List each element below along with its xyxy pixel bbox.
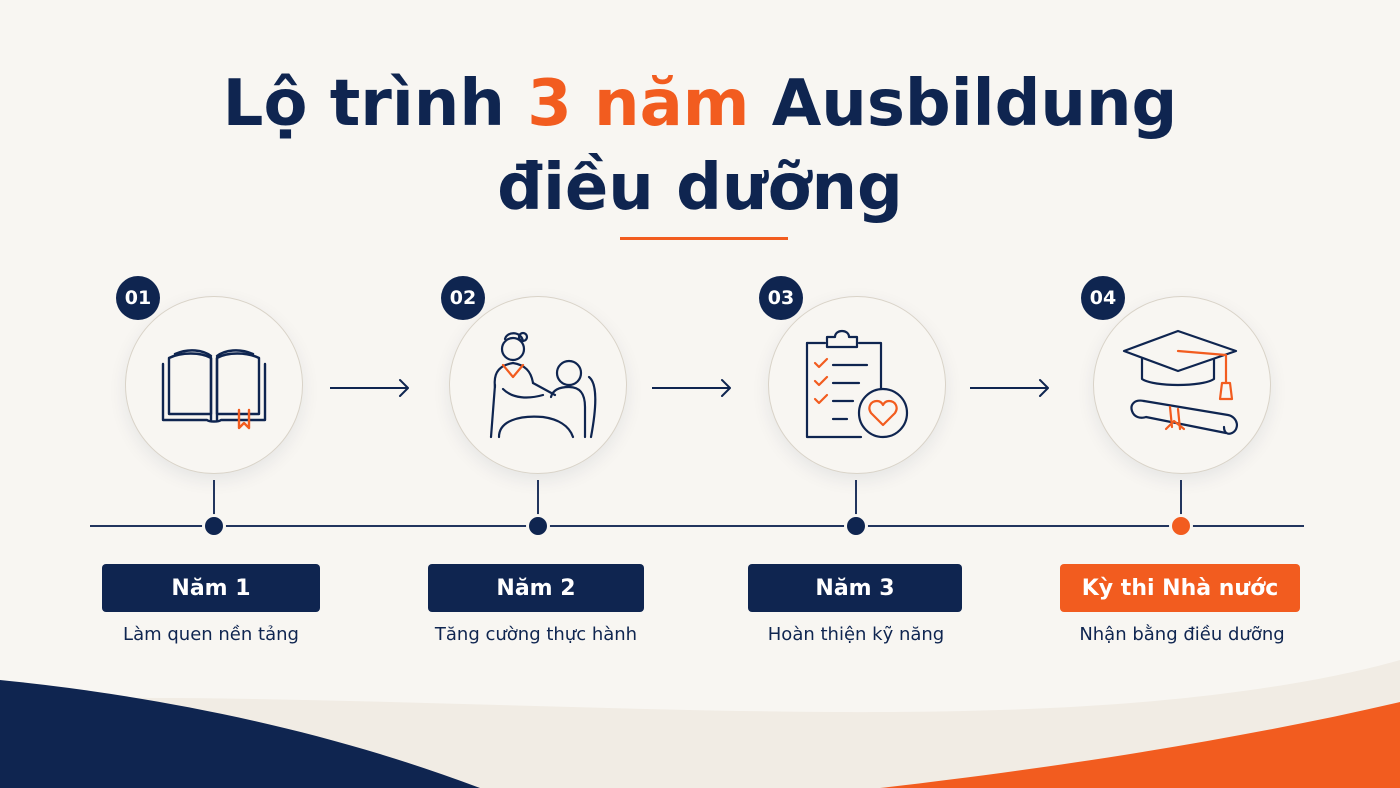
title-line1-end: Ausbildung [749,67,1178,141]
nurse-patient-icon [489,331,597,439]
step-1-icon-circle [125,296,303,474]
step-2-icon-circle [449,296,627,474]
arrow-right-icon [970,379,1049,397]
page-title: Lộ trình 3 năm Ausbildung điều dưỡng [0,62,1400,230]
step-3-description: Hoàn thiện kỹ năng [767,624,945,645]
step-4-stem [1180,480,1182,518]
step-3-stem [855,480,857,518]
step-3-icon-circle [768,296,946,474]
step-3-label: Năm 3 [748,564,962,612]
title-line1-start: Lộ trình [222,67,528,141]
step-2-stem [537,480,539,518]
step-2-description: Tăng cường thực hành [434,624,638,645]
step-4-timeline-dot [1169,514,1193,538]
step-4-number-badge: 04 [1081,276,1125,320]
step-1-timeline-dot [202,514,226,538]
clipboard-heart-icon [805,329,909,439]
title-line2: điều dưỡng [497,151,903,225]
step-2-timeline-dot [526,514,550,538]
graduation-diploma-icon [1122,329,1238,435]
step-2-label: Năm 2 [428,564,644,612]
step-4-icon-circle [1093,296,1271,474]
arrow-right-icon [652,379,731,397]
step-3-timeline-dot [844,514,868,538]
step-2-number-badge: 02 [441,276,485,320]
step-4-description: Nhận bằng điều dưỡng [1079,624,1285,645]
step-1-description: Làm quen nền tảng [123,624,299,645]
step-3-number-badge: 03 [759,276,803,320]
footer-wave-decoration [0,660,1400,788]
open-book-icon [161,349,267,430]
timeline-line [90,525,1304,527]
step-1-number-badge: 01 [116,276,160,320]
arrow-right-icon [330,379,409,397]
step-1-label: Năm 1 [102,564,320,612]
title-underline [620,237,788,240]
step-1-stem [213,480,215,518]
step-4-label: Kỳ thi Nhà nước [1060,564,1300,612]
title-accent: 3 năm [527,67,750,141]
